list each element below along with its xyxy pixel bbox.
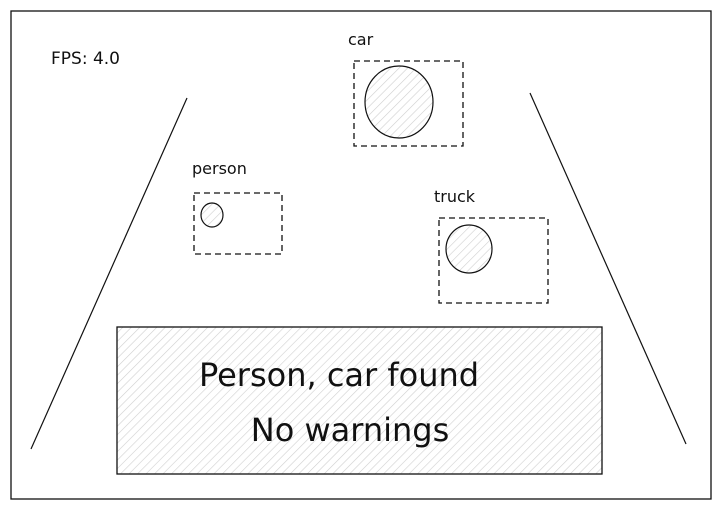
bounding-box-car <box>353 60 464 147</box>
fps-readout: FPS: 4.0 <box>51 49 120 69</box>
bounding-box-person <box>193 192 283 255</box>
detection-label-car: car <box>348 30 374 49</box>
object-blob-person <box>200 202 224 228</box>
status-panel-box <box>116 326 603 475</box>
status-line-warnings: No warnings <box>251 411 450 449</box>
detection-truck[interactable]: truck <box>434 187 549 304</box>
object-blob-car <box>364 65 434 139</box>
bounding-box-truck <box>438 217 549 304</box>
detection-label-truck: truck <box>434 187 476 206</box>
detection-label-person: person <box>192 159 247 178</box>
object-blob-truck <box>445 224 493 274</box>
status-panel: Person, car found No warnings <box>116 326 603 475</box>
status-line-detections: Person, car found <box>199 356 479 394</box>
detection-person[interactable]: person <box>192 159 283 255</box>
road-edge-right <box>529 92 687 445</box>
road-edge-left <box>30 97 188 450</box>
detection-car[interactable]: car <box>348 30 464 147</box>
